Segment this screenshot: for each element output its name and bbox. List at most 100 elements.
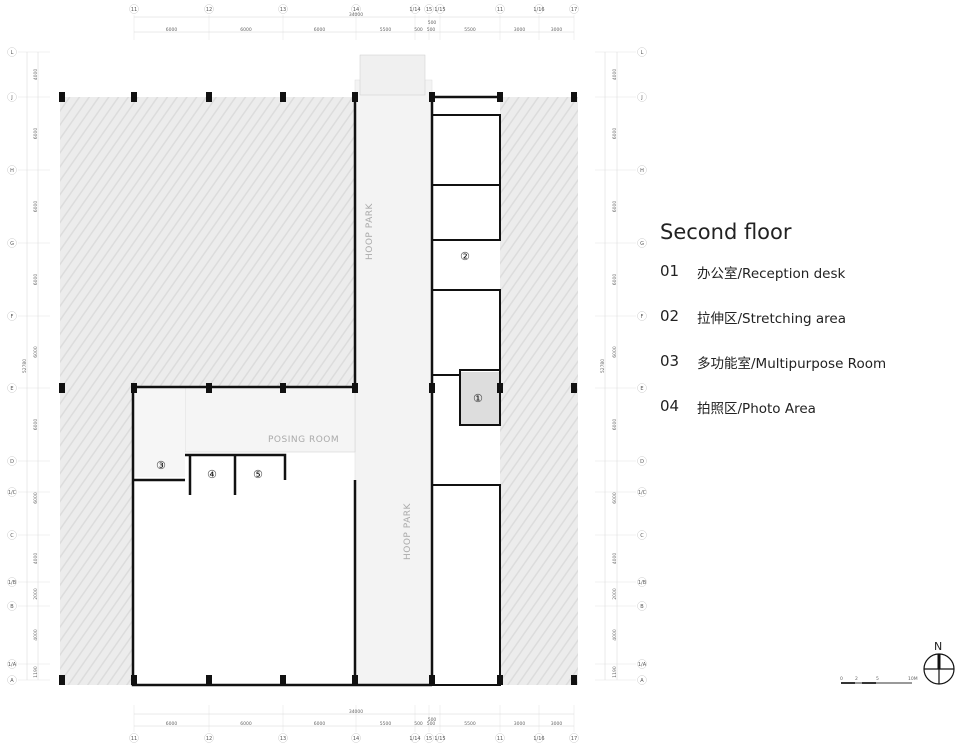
- dim-label: 500: [414, 721, 423, 727]
- grid-bubble: [435, 4, 445, 14]
- grid-bubble: [495, 4, 505, 14]
- grid-row-label: J: [640, 95, 642, 101]
- scale-label-2: 2: [855, 676, 858, 682]
- dim-label: 6000: [33, 201, 39, 213]
- hatched-zone-east: [500, 97, 578, 685]
- grid-column-label: 1/16: [533, 7, 544, 13]
- structural-column: [571, 92, 577, 102]
- legend-num: 01: [660, 262, 680, 280]
- grid-column-label: 13: [280, 7, 286, 13]
- structural-column: [352, 92, 358, 102]
- structural-column: [429, 383, 435, 393]
- grid-row-label: A: [10, 678, 14, 684]
- posing-room-area: [184, 386, 356, 453]
- grid-bubble: [637, 659, 647, 669]
- dim-label: 4000: [612, 69, 618, 81]
- grid-column-label: 1/15: [434, 7, 445, 13]
- dim-label: 6000: [240, 721, 252, 727]
- grid-column-label: 1/15: [434, 736, 445, 742]
- grid-bubble: [351, 4, 361, 14]
- grid-bubble: [278, 4, 288, 14]
- grid-bubble: [7, 487, 17, 497]
- dim-label: 6000: [166, 27, 178, 33]
- structural-column: [59, 92, 65, 102]
- grid-bubble: [637, 311, 647, 321]
- grid-bubble: [424, 4, 434, 14]
- grid-column-label: 14: [353, 736, 359, 742]
- grid-row-label: 1/A: [8, 662, 17, 668]
- grid-bubble: [637, 675, 647, 685]
- grid-bubble: [7, 456, 17, 466]
- marker-2: ②: [460, 250, 470, 263]
- grid-bubble: [569, 733, 579, 743]
- grid-column-label: 13: [280, 736, 286, 742]
- dim-label: 3000: [514, 27, 526, 33]
- grid-row-label: J: [10, 95, 12, 101]
- grid-bubble: [637, 47, 647, 57]
- dim-label: 6000: [33, 419, 39, 431]
- dim-label: 4000: [33, 553, 39, 565]
- grid-row-label: F: [641, 314, 644, 320]
- grid-column-label: 11: [497, 736, 503, 742]
- dim-label: 5500: [380, 27, 392, 33]
- southwest-hall: [133, 480, 355, 685]
- grid-row-label: C: [640, 533, 644, 539]
- structural-column: [429, 675, 435, 685]
- grid-row-label: 1/B: [638, 580, 647, 586]
- grid-bubble: [7, 577, 17, 587]
- grid-bubble: [424, 733, 434, 743]
- grid-row-label: G: [10, 241, 14, 247]
- grid-column-label: 1/14: [409, 736, 420, 742]
- hoop-park-label-south: HOOP PARK: [403, 503, 413, 560]
- dim-label: 2000: [612, 588, 618, 600]
- structural-column: [497, 383, 503, 393]
- dim-label: 4000: [33, 69, 39, 81]
- grid-lines: 11111212131314141/141/1415151/151/151111…: [7, 4, 647, 743]
- scale-label-0: 0: [840, 676, 843, 682]
- grid-column-label: 1/16: [533, 736, 544, 742]
- legend-label: 多功能室/Multipurpose Room: [697, 356, 887, 372]
- dim-label: 6000: [612, 128, 618, 140]
- reception-desk-area: [461, 372, 499, 424]
- structural-column: [429, 92, 435, 102]
- grid-bubble: [637, 456, 647, 466]
- grid-row-label: 1/C: [638, 490, 647, 496]
- grid-bubble: [7, 383, 17, 393]
- dim-label: 5500: [464, 27, 476, 33]
- posing-room-label: POSING ROOM: [268, 435, 339, 445]
- structural-column: [280, 383, 286, 393]
- structural-column: [131, 383, 137, 393]
- columns: [59, 92, 577, 685]
- dim-label: 4000: [33, 629, 39, 641]
- grid-row-label: L: [11, 50, 14, 56]
- grid-row-label: B: [10, 604, 14, 610]
- dim-label: 6000: [33, 492, 39, 504]
- grid-bubble: [129, 733, 139, 743]
- dim-label: 500: [414, 27, 423, 33]
- dim-total: 52780: [600, 359, 606, 373]
- structural-column: [59, 383, 65, 393]
- dim-label: 6000: [33, 346, 39, 358]
- grid-bubble: [637, 238, 647, 248]
- grid-row-label: 1/B: [8, 580, 17, 586]
- dim-label: 6000: [612, 274, 618, 286]
- grid-bubble: [637, 487, 647, 497]
- grid-bubble: [7, 92, 17, 102]
- grid-row-label: E: [640, 386, 643, 392]
- structural-column: [497, 675, 503, 685]
- dim-label: 4000: [612, 553, 618, 565]
- grid-row-label: D: [10, 459, 14, 465]
- hatched-zone-west: [60, 97, 355, 387]
- grid-row-label: 1/A: [638, 662, 647, 668]
- dim-label: 5500: [464, 721, 476, 727]
- legend-num: 04: [660, 397, 680, 415]
- scale-bar: 0 2 5 10M: [840, 676, 918, 684]
- grid-bubble: [495, 733, 505, 743]
- dim-label: 6000: [33, 274, 39, 286]
- dim-total: 34000: [349, 12, 363, 18]
- marker-4: ④: [207, 468, 217, 481]
- grid-column-label: 11: [497, 7, 503, 13]
